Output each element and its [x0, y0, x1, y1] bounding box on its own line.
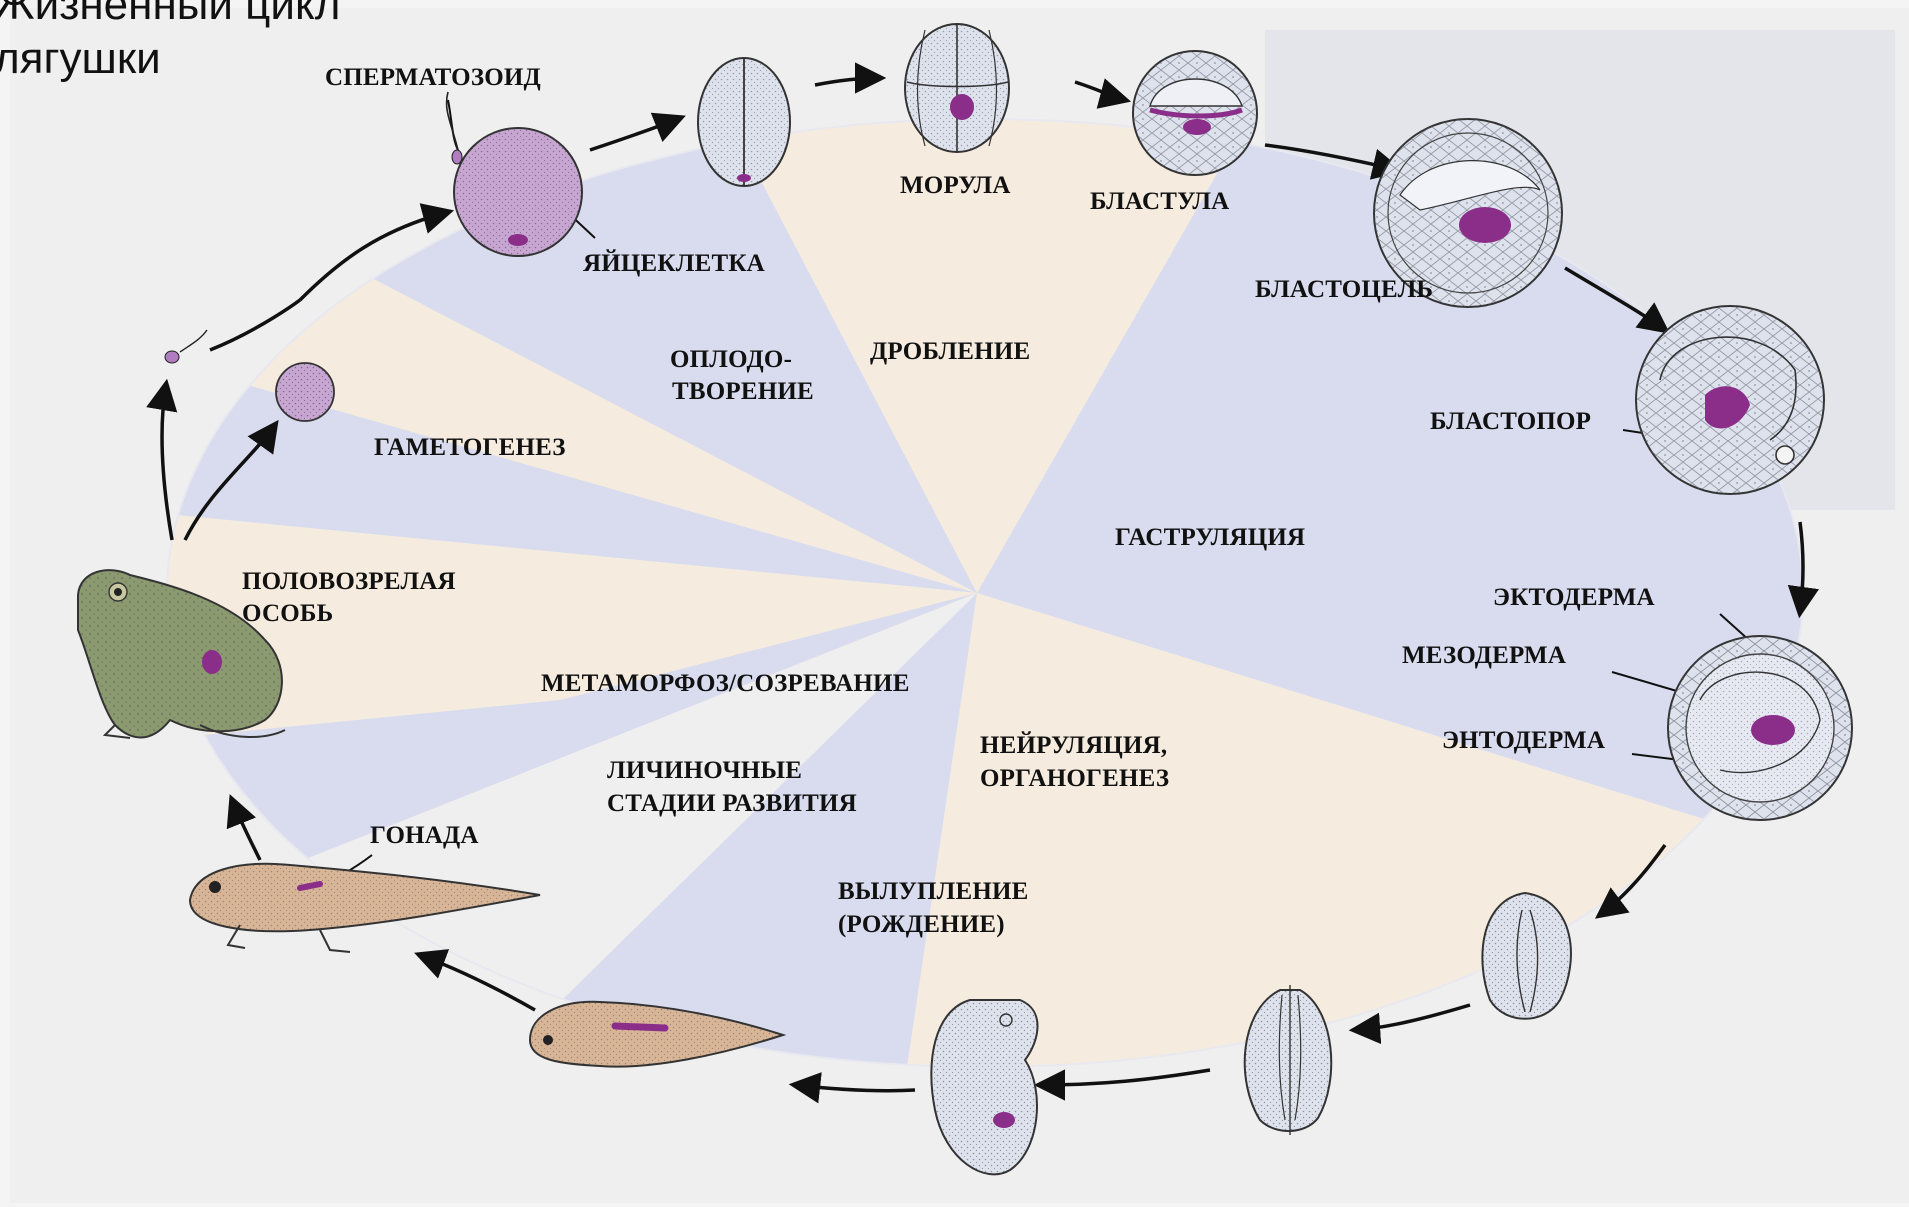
hatching-label-line1: ВЫЛУПЛЕНИЕ: [838, 876, 1029, 908]
fertilization-label-line1: ОПЛОДО-: [670, 344, 792, 376]
gastrula-icon: [1636, 306, 1824, 494]
blastocoel-label: БЛАСТОЦЕЛЬ: [1255, 274, 1433, 306]
adult-label-line2: ОСОБЬ: [242, 598, 333, 630]
neurulation-label-line1: НЕЙРУЛЯЦИЯ,: [980, 730, 1167, 762]
ectoderm-label: ЭКТОДЕРМА: [1493, 582, 1655, 614]
morula-label: МОРУЛА: [900, 170, 1011, 202]
fertilization-label-line2: ТВОРЕНИЕ: [672, 376, 814, 408]
cleavage-label: ДРОБЛЕНИЕ: [870, 336, 1030, 368]
oocyte-icon: [276, 363, 334, 421]
larval-label-line2: СТАДИИ РАЗВИТИЯ: [607, 788, 857, 820]
late-gastrula-icon: [1668, 636, 1852, 820]
blastula-icon: [1133, 51, 1257, 175]
endoderm-label: ЭНТОДЕРМА: [1442, 725, 1605, 757]
egg-cell-icon: [454, 128, 582, 256]
neurula-icon: [1482, 893, 1571, 1019]
egg-label: ЯЙЦЕКЛЕТКА: [583, 248, 765, 280]
mesoderm-label: МЕЗОДЕРМА: [1402, 640, 1566, 672]
title-line-1: Жизненный цикл: [0, 0, 340, 29]
hatching-label-line2: (РОЖДЕНИЕ): [838, 909, 1005, 941]
metamorphosis-label: МЕТАМОРФОЗ/СОЗРЕВАНИЕ: [541, 668, 910, 700]
gastrulation-label: ГАСТРУЛЯЦИЯ: [1115, 522, 1305, 554]
gonad-label: ГОНАДА: [370, 820, 479, 852]
larval-label-line1: ЛИЧИНОЧНЫЕ: [607, 755, 802, 787]
sperm-label: СПЕРМАТОЗОИД: [325, 62, 541, 94]
neurulation-label-line2: ОРГАНОГЕНЕЗ: [980, 763, 1169, 795]
page-title: Жизненный цикл лягушки: [0, 0, 340, 86]
blastula-label: БЛАСТУЛА: [1090, 186, 1229, 218]
gametogenesis-label: ГАМЕТОГЕНЕЗ: [374, 432, 566, 464]
two-cell-embryo-icon: [698, 58, 790, 186]
morula-icon: [905, 24, 1009, 152]
blastopore-label: БЛАСТОПОР: [1430, 406, 1591, 438]
title-line-2: лягушки: [0, 34, 161, 83]
adult-label-line1: ПОЛОВОЗРЕЛАЯ: [242, 566, 456, 598]
